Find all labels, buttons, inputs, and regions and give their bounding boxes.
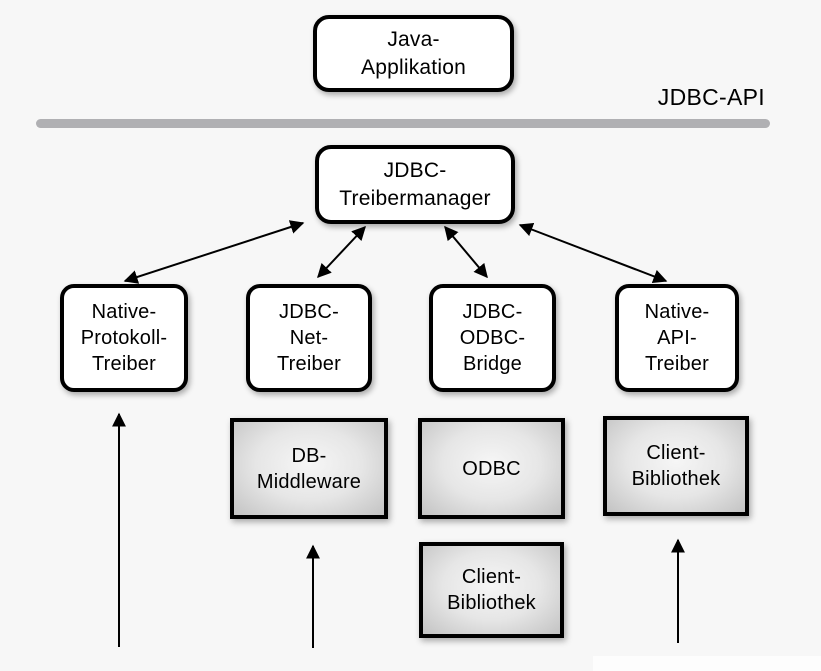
edge-manager-jdbc-odbc (444, 225, 488, 279)
node-client-bibliothek-right: Client- Bibliothek (603, 416, 749, 516)
edge-manager-native-protokoll (123, 220, 305, 284)
edge-manager-native-api (518, 222, 668, 284)
node-db-middleware: DB- Middleware (230, 418, 388, 519)
node-jdbc-net-treiber: JDBC- Net- Treiber (246, 284, 372, 392)
node-jdbc-treibermanager: JDBC- Treibermanager (315, 145, 515, 224)
node-odbc: ODBC (418, 418, 565, 519)
node-native-protokoll-treiber: Native- Protokoll- Treiber (60, 284, 188, 392)
jdbc-api-divider-line (36, 119, 770, 128)
edge-manager-jdbc-net (317, 225, 366, 279)
node-jdbc-odbc-bridge: JDBC- ODBC- Bridge (429, 284, 556, 392)
node-client-bibliothek-bottom: Client- Bibliothek (419, 542, 564, 638)
cutoff-box-bottom-right (593, 656, 821, 671)
jdbc-api-label: JDBC-API (657, 84, 765, 110)
node-java-applikation: Java- Applikation (313, 15, 514, 92)
node-native-api-treiber: Native- API- Treiber (615, 284, 739, 392)
